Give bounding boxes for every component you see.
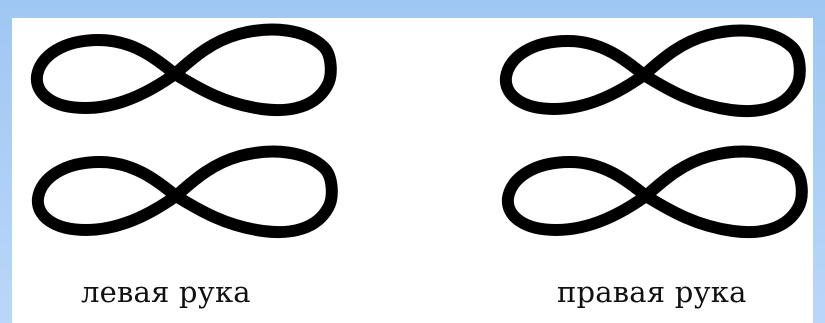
drawing-panel: левая рука правая рука [12, 18, 813, 323]
right-hand-group [506, 31, 802, 233]
left-upper-figure-eight [37, 30, 331, 111]
right-upper-figure-eight [506, 31, 800, 112]
left-hand-label: левая рука [81, 275, 251, 309]
right-lower-figure-eight [508, 152, 802, 233]
left-hand-group [37, 30, 332, 233]
right-hand-label: правая рука [557, 275, 747, 309]
left-lower-figure-eight [38, 152, 332, 233]
